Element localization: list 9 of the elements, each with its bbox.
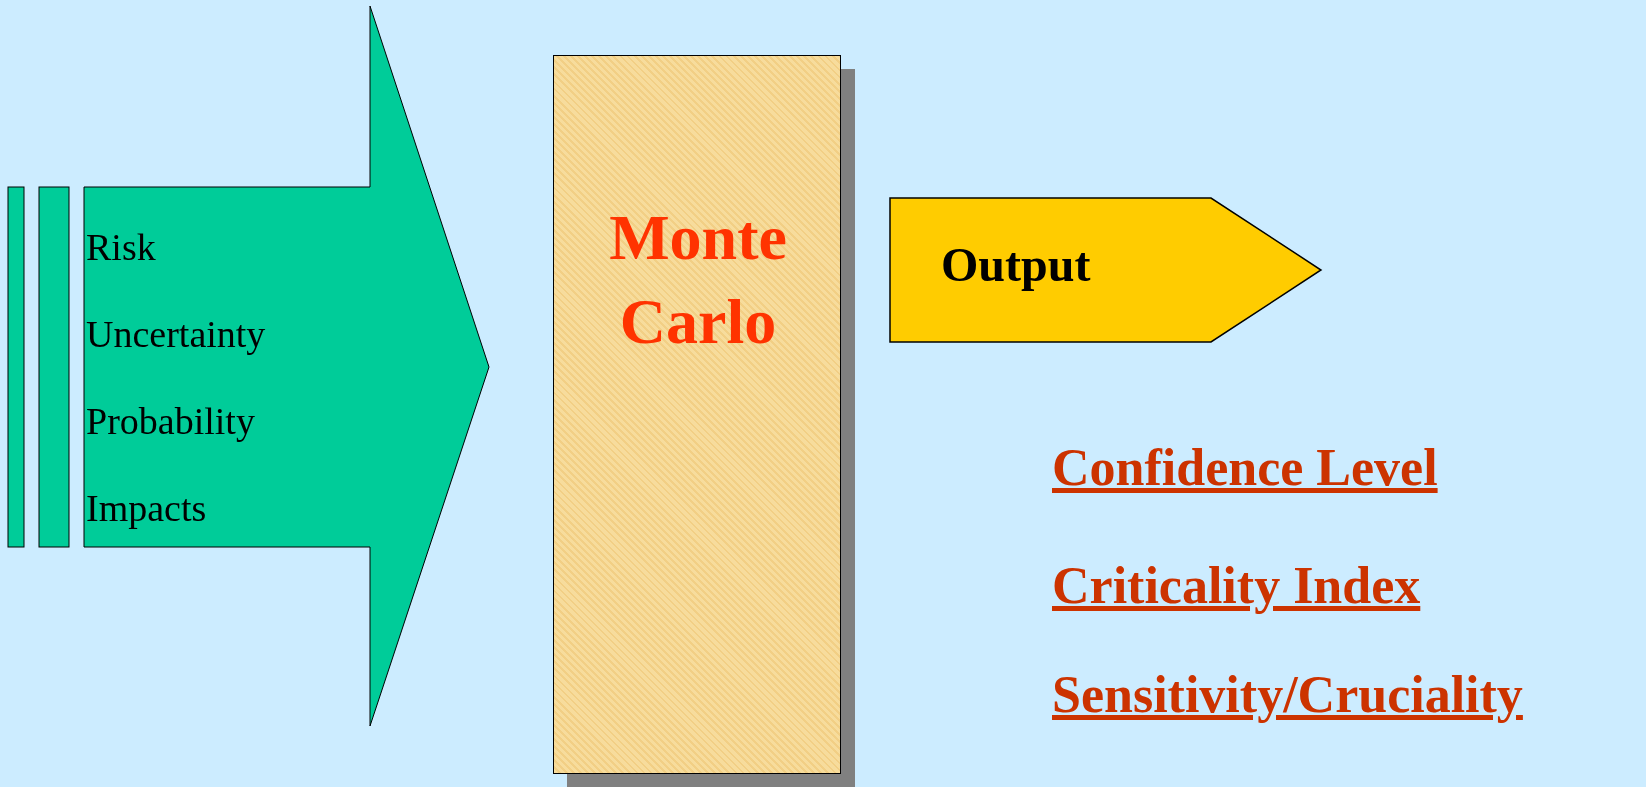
arrow-text: Risk [86, 225, 156, 269]
arrow-text: Uncertainty [86, 312, 266, 356]
arrow-text: Impacts [86, 486, 207, 530]
box-title: Monte Carlo [608, 201, 788, 359]
output-metric: Criticality Index [1052, 556, 1421, 615]
output-label: Output [941, 237, 1091, 292]
output-metric: Confidence Level [1052, 438, 1438, 497]
arrow-text: Probability [86, 399, 255, 443]
output-metric: Sensitivity/Cruciality [1052, 665, 1523, 724]
